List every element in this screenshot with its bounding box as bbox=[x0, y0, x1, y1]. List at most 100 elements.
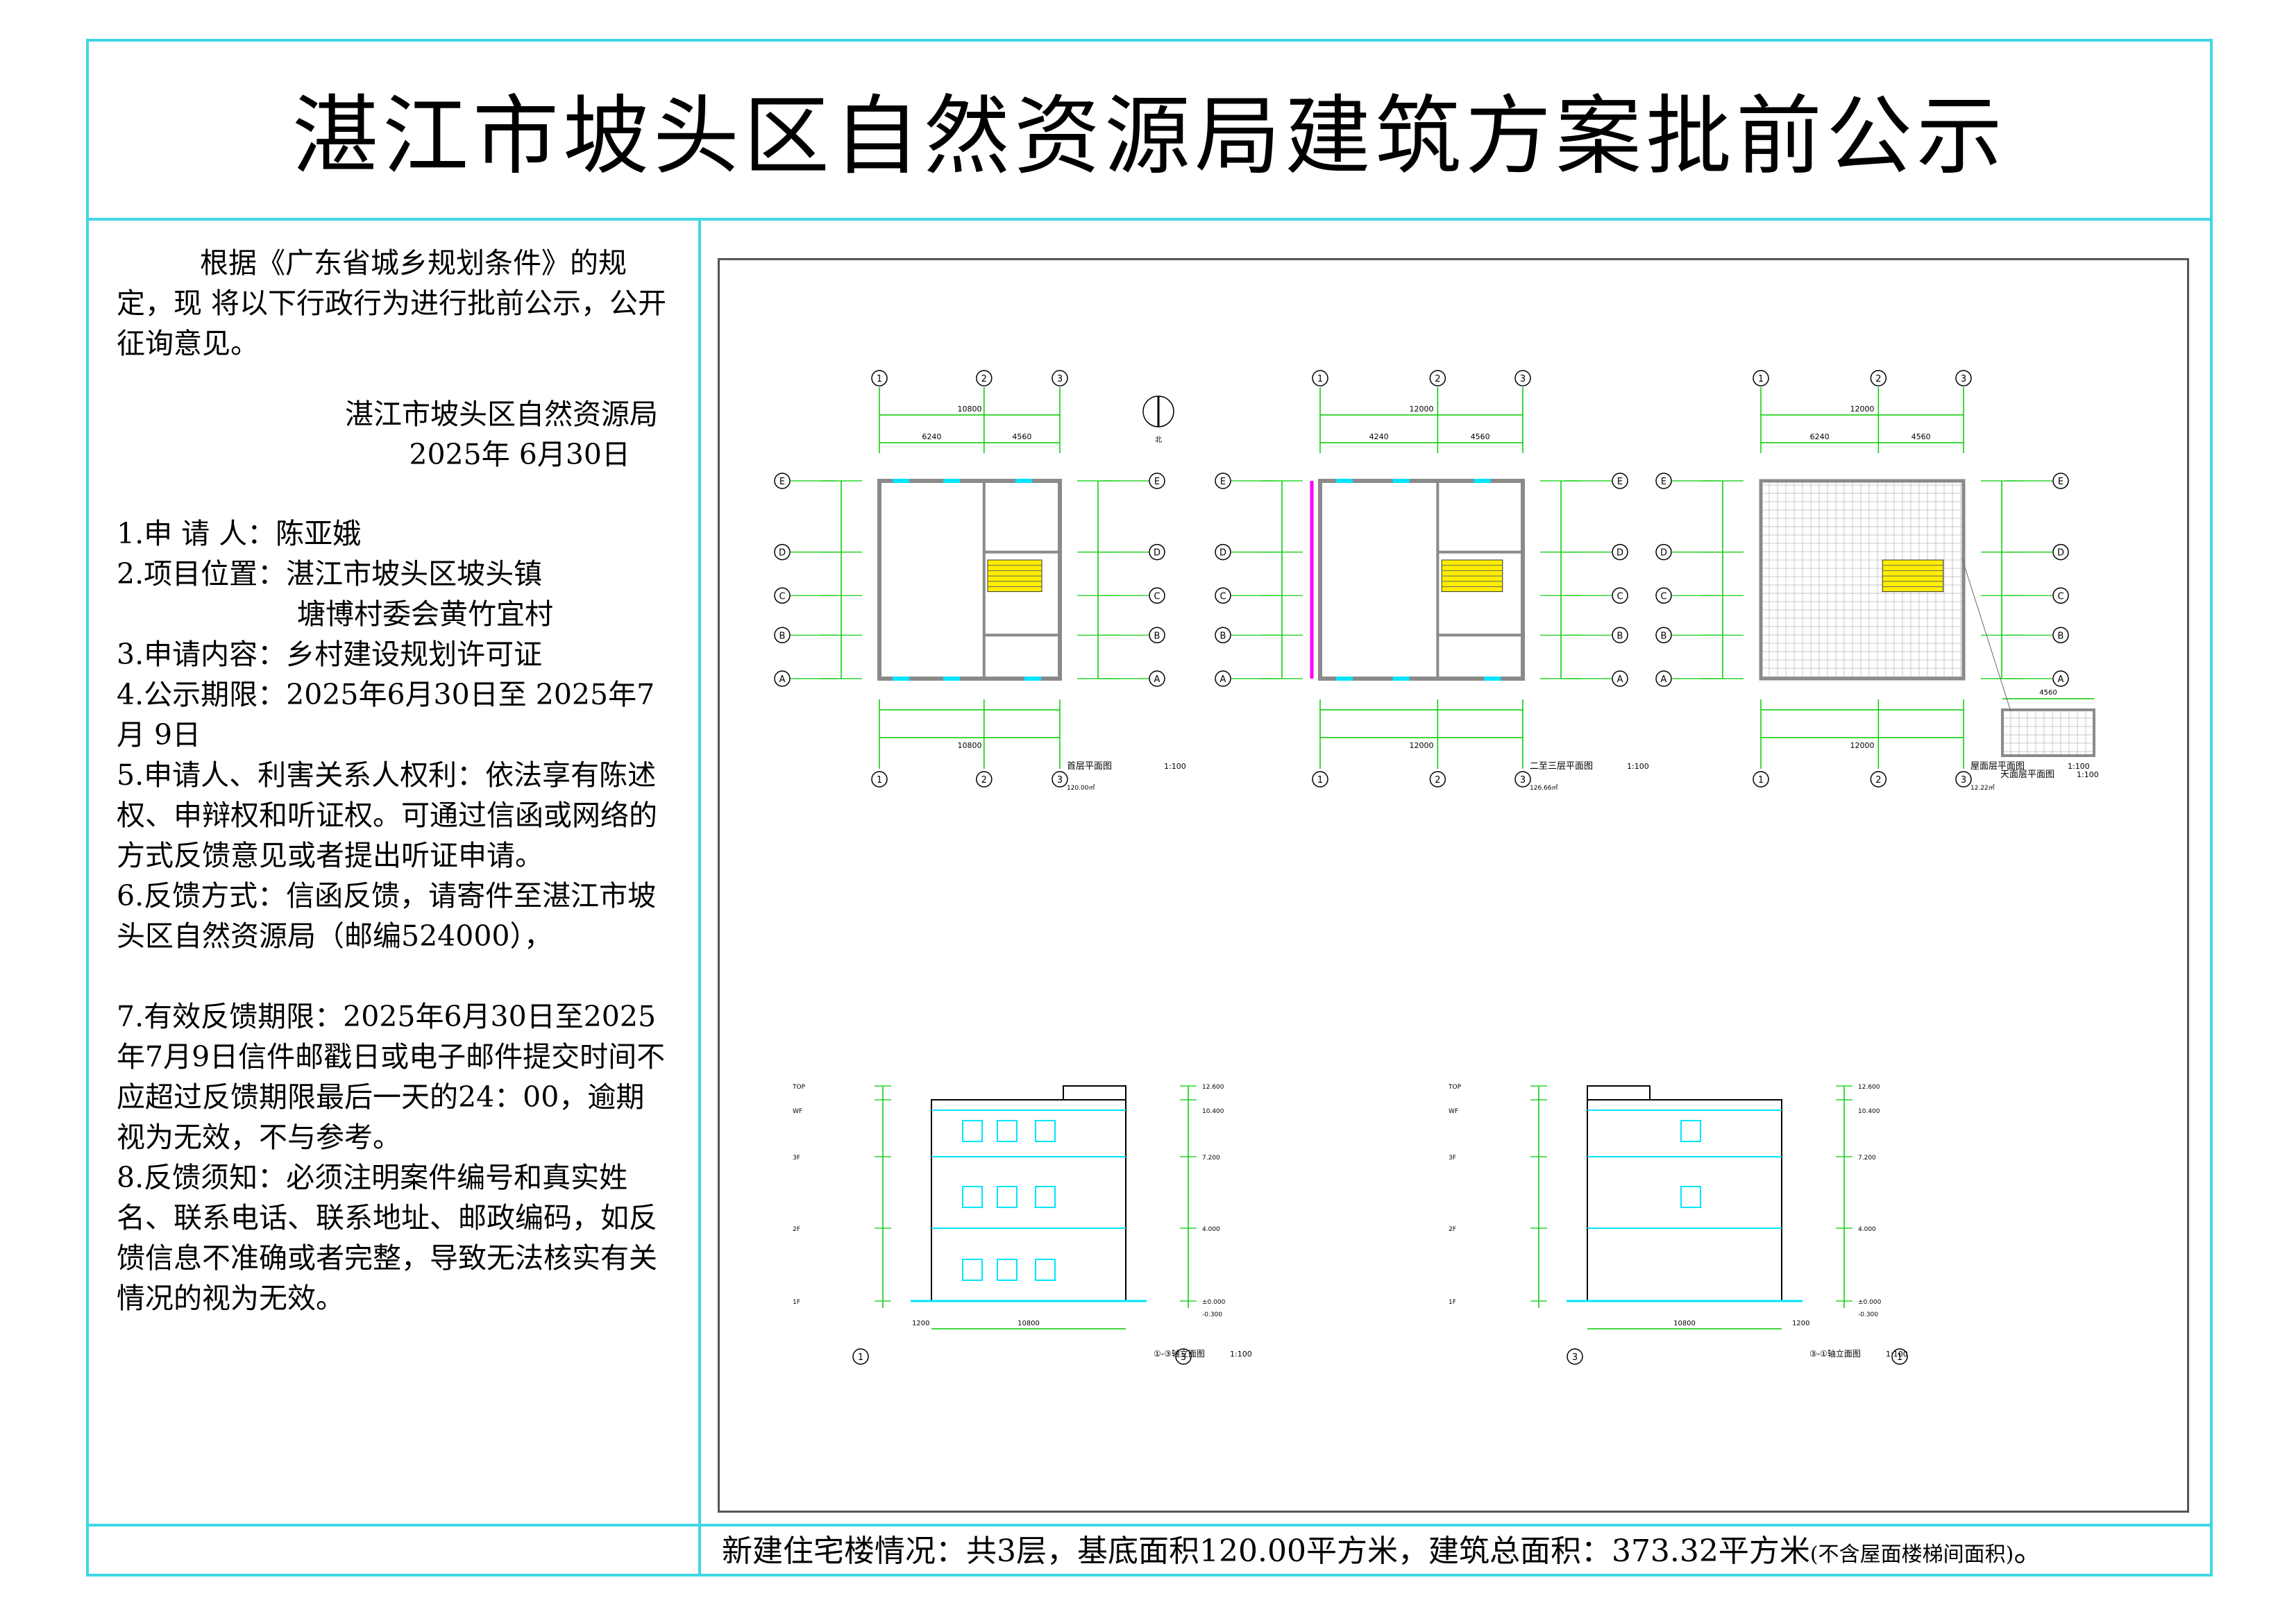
level-value: 4.000 bbox=[1858, 1226, 1876, 1233]
axis-bubble bbox=[2052, 543, 2069, 561]
axis-bubble bbox=[1655, 587, 1672, 604]
summary-end: 。 bbox=[2014, 1533, 2045, 1569]
level-value: 7.200 bbox=[1858, 1155, 1876, 1162]
dim-text: 10800 bbox=[1018, 1320, 1040, 1327]
item-location-cont: 塘博村委会黄竹宜村 bbox=[297, 597, 553, 631]
axis-bubble bbox=[1052, 771, 1068, 788]
window bbox=[997, 1120, 1018, 1142]
axis-bubble bbox=[774, 473, 791, 489]
level-value: 12.600 bbox=[1858, 1084, 1880, 1091]
exterior-wall bbox=[1318, 479, 1525, 681]
floor-tag: 3F bbox=[1449, 1155, 1456, 1162]
axis-bubble bbox=[1612, 670, 1628, 687]
axis-label: E bbox=[779, 477, 785, 487]
level-value: ±0.000 bbox=[1858, 1299, 1882, 1306]
elevation-outline bbox=[931, 1099, 1126, 1302]
axis-bubble bbox=[2052, 473, 2069, 489]
axis-bubble bbox=[1149, 670, 1165, 687]
axis-bubble bbox=[774, 587, 791, 604]
window-mark bbox=[1392, 677, 1410, 681]
dim-text: 10800 bbox=[958, 741, 982, 750]
axis-bubble bbox=[2052, 587, 2069, 604]
dim-text: 12000 bbox=[1410, 741, 1434, 750]
plan-title: 二至三层平面图 bbox=[1530, 761, 1593, 772]
axis-bubble bbox=[1655, 627, 1672, 644]
axis-bubble bbox=[1215, 627, 1231, 644]
axis-label: C bbox=[779, 591, 785, 602]
dim-text: 4560 bbox=[1471, 432, 1490, 441]
axis-bubble bbox=[1149, 473, 1165, 489]
floor-tag: WF bbox=[793, 1108, 802, 1115]
plan-scale: 1:100 bbox=[2077, 770, 2099, 779]
window-mark bbox=[1484, 677, 1501, 681]
summary-main: 新建住宅楼情况：共3层，基底面积120.00平方米，建筑总面积：373.32平方… bbox=[722, 1533, 1810, 1569]
axis-bubble bbox=[774, 670, 791, 687]
floor-tag: 3F bbox=[793, 1155, 800, 1162]
axis-label: A bbox=[2058, 674, 2064, 685]
level-value: 12.600 bbox=[1202, 1084, 1224, 1091]
window-mark bbox=[893, 677, 910, 681]
axis-label: A bbox=[1154, 674, 1160, 685]
summary-note: (不含屋面楼梯间面积) bbox=[1809, 1543, 2014, 1567]
floor-tag: 2F bbox=[1449, 1226, 1456, 1233]
axis-bubble bbox=[1514, 370, 1531, 386]
elevations: 12.60010.4007.2004.000±0.000-0.300TOPWF3… bbox=[792, 1084, 1908, 1365]
axis-bubble bbox=[774, 627, 791, 644]
window bbox=[1035, 1120, 1056, 1142]
window bbox=[1680, 1186, 1701, 1208]
axis-bubble bbox=[1514, 771, 1531, 788]
axis-bubble bbox=[1312, 370, 1328, 386]
axis-label: 1 bbox=[1758, 775, 1764, 785]
axis-bubble bbox=[1612, 587, 1628, 604]
level-value: -0.300 bbox=[1858, 1311, 1878, 1318]
stair-tower bbox=[1587, 1085, 1651, 1101]
window bbox=[997, 1259, 1018, 1281]
dim-text: 4240 bbox=[1369, 432, 1389, 441]
axis-label: 2 bbox=[1435, 775, 1440, 785]
axis-label: 2 bbox=[981, 775, 987, 785]
floor-tag: 2F bbox=[793, 1226, 800, 1233]
axis-label: 3 bbox=[1961, 374, 1966, 384]
dim-text: 10800 bbox=[958, 405, 982, 414]
plan-area: 126.66㎡ bbox=[1530, 784, 1558, 792]
window bbox=[962, 1259, 983, 1281]
plan-scale: 1:100 bbox=[1627, 762, 1649, 771]
axis-label: 1 bbox=[1897, 1352, 1902, 1363]
dim-text: 4560 bbox=[2039, 689, 2057, 697]
window-mark bbox=[1474, 479, 1491, 483]
item-feedback-deadline: 7.有效反馈期限：2025年6月30日至2025年7月9日信件邮戳日或电子邮件提… bbox=[117, 1000, 666, 1154]
axis-label: 3 bbox=[1520, 374, 1526, 384]
plan-area: 120.00㎡ bbox=[1067, 784, 1095, 792]
axis-label: B bbox=[2058, 631, 2064, 641]
window-mark bbox=[893, 479, 910, 483]
axis-label: 1 bbox=[1758, 374, 1764, 384]
axis-bubble bbox=[1955, 370, 1972, 386]
window-mark bbox=[1336, 677, 1353, 681]
stair-tower bbox=[1063, 1085, 1126, 1101]
axis-bubble bbox=[871, 370, 888, 386]
axis-bubble bbox=[1655, 670, 1672, 687]
axis-bubble bbox=[2052, 627, 2069, 644]
page-frame bbox=[86, 39, 2213, 1577]
column-divider bbox=[698, 219, 701, 1577]
item-feedback-notice: 8.反馈须知：必须注明案件编号和真实姓名、联系电话、联系地址、邮政编码，如反馈信… bbox=[117, 1161, 657, 1315]
dim-text: 6240 bbox=[922, 432, 941, 441]
window-mark bbox=[1015, 479, 1032, 483]
elevation-title: ③-①轴立面图 bbox=[1809, 1348, 1861, 1359]
exterior-wall bbox=[877, 479, 1062, 681]
elevation-outline bbox=[1587, 1099, 1782, 1302]
axis-bubble bbox=[1753, 370, 1769, 386]
axis-bubble bbox=[1655, 473, 1672, 489]
building-summary: 新建住宅楼情况：共3层，基底面积120.00平方米，建筑总面积：373.32平方… bbox=[722, 1527, 2044, 1577]
axis-label: 2 bbox=[1875, 775, 1881, 785]
axis-label: C bbox=[1660, 591, 1666, 602]
dim-text: 1200 bbox=[912, 1320, 929, 1327]
axis-bubble bbox=[1149, 627, 1165, 644]
axis-bubble bbox=[976, 771, 993, 788]
dim-text: 4560 bbox=[1012, 432, 1031, 441]
axis-label: B bbox=[1617, 631, 1623, 641]
axis-label: A bbox=[779, 674, 786, 685]
